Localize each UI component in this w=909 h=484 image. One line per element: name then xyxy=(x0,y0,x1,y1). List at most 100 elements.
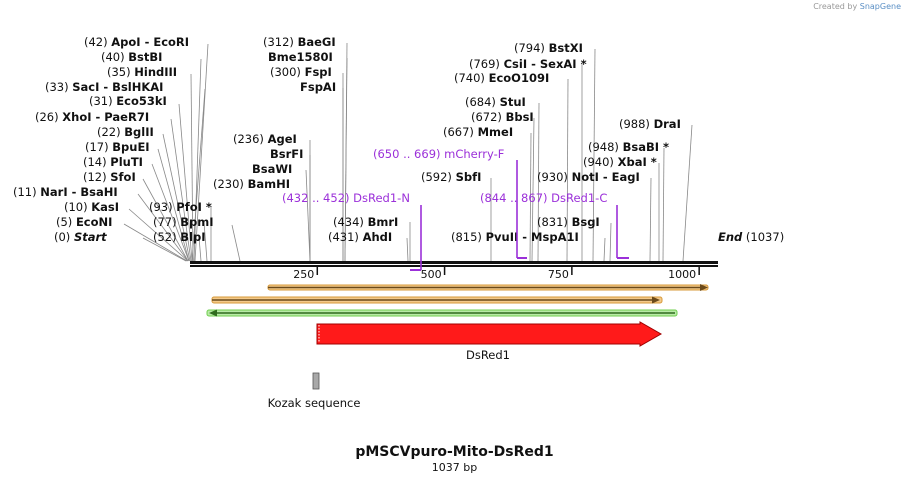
restriction-site[interactable]: (988) DraI xyxy=(619,117,681,131)
site-position: (11) xyxy=(13,185,40,199)
site-label: (33) SacI - BslHKAI xyxy=(45,80,163,94)
restriction-site[interactable]: BsaWI xyxy=(252,162,292,176)
site-leader xyxy=(592,48,596,262)
kozak-feature[interactable]: Kozak sequence xyxy=(268,372,361,410)
site-position: (672) xyxy=(471,110,506,124)
site-name: SacI xyxy=(72,80,99,94)
restriction-site[interactable]: (815) PvuII - MspA1I xyxy=(451,230,579,244)
restriction-site[interactable]: (31) Eco53kI xyxy=(89,94,167,108)
restriction-site[interactable]: (14) PluTI xyxy=(83,155,143,169)
axis-tick-label: 750 xyxy=(548,268,569,281)
restriction-site[interactable]: (948) BsaBI * xyxy=(588,140,669,154)
restriction-site[interactable]: (22) BglII xyxy=(97,125,154,139)
restriction-site[interactable]: (5) EcoNI xyxy=(56,215,112,229)
site-position: (52) xyxy=(153,230,180,244)
site-name: BsaWI xyxy=(252,162,292,176)
site-label: (431) AhdI xyxy=(328,230,392,244)
site-name: BbsI xyxy=(506,110,534,124)
site-leader xyxy=(178,103,193,262)
site-name: SfoI xyxy=(110,170,135,184)
site-position: (592) xyxy=(421,170,456,184)
site-label: (77) BpmI xyxy=(153,215,214,229)
restriction-site[interactable]: (667) MmeI xyxy=(443,125,513,139)
site-leader xyxy=(194,43,209,262)
site-label: (11) NarI - BsaHI xyxy=(13,185,118,199)
site-position: (10) xyxy=(64,200,91,214)
site-label: (35) HindIII xyxy=(107,65,177,79)
site-leader xyxy=(198,236,202,262)
site-name: BsaBI * xyxy=(623,140,669,154)
site-name: FspAI xyxy=(300,80,336,94)
restriction-site[interactable]: FspAI xyxy=(300,80,336,94)
site-name: BstXI xyxy=(549,41,583,55)
feature-bar-orange-1 xyxy=(267,284,709,291)
site-name: BstBI xyxy=(128,50,162,64)
restriction-site[interactable]: (93) PfoI * xyxy=(149,200,212,214)
restriction-site[interactable]: (52) BlpI xyxy=(153,230,205,244)
restriction-site[interactable]: (17) BpuEI xyxy=(85,140,150,154)
site-leader xyxy=(157,148,190,262)
restriction-site[interactable]: (434) BmrI xyxy=(333,215,398,229)
site-name: CsiI xyxy=(504,57,528,71)
restriction-site[interactable]: (40) BstBI xyxy=(101,50,162,64)
restriction-site[interactable]: End (1037) xyxy=(718,230,784,244)
site-name: NotI xyxy=(572,170,599,184)
restriction-site[interactable]: (33) SacI - BslHKAI xyxy=(45,80,163,94)
site-label: (22) BglII xyxy=(97,125,154,139)
restriction-site[interactable]: (831) BsgI xyxy=(537,215,600,229)
site-name: KasI xyxy=(91,200,119,214)
restriction-site[interactable]: (740) EcoO109I xyxy=(454,71,549,85)
restriction-site[interactable]: (26) XhoI - PaeR7I xyxy=(35,110,149,124)
restriction-site[interactable]: (940) XbaI * xyxy=(583,155,657,169)
primer-mcherry-f: (650 .. 669) mCherry-F xyxy=(373,147,527,259)
restriction-site[interactable]: (592) SbfI xyxy=(421,170,481,184)
site-name: SbfI xyxy=(456,170,482,184)
restriction-site[interactable]: (77) BpmI xyxy=(153,215,214,229)
restriction-site[interactable]: (11) NarI - BsaHI xyxy=(13,185,118,199)
restriction-site[interactable]: (769) CsiI - SexAI * xyxy=(469,57,587,71)
site-leader xyxy=(137,193,189,262)
site-position: (42) xyxy=(84,35,111,49)
site-label: (794) BstXI xyxy=(514,41,583,55)
restriction-site[interactable]: (236) AgeI xyxy=(233,132,297,146)
site-leader xyxy=(123,223,188,262)
site-label: (988) DraI xyxy=(619,117,681,131)
restriction-site[interactable]: (794) BstXI xyxy=(514,41,583,55)
site-name: BsrFI xyxy=(270,147,303,161)
site-label: (300) FspI xyxy=(270,65,332,79)
restriction-site[interactable]: (230) BamHI xyxy=(213,177,290,191)
site-name: AhdI xyxy=(363,230,393,244)
site-leader xyxy=(662,147,665,262)
restriction-site[interactable]: (42) ApoI - EcoRI xyxy=(84,35,189,49)
axis-tick-label: 250 xyxy=(293,268,314,281)
site-leader xyxy=(529,132,532,262)
feature-bar-orange-2 xyxy=(211,296,663,304)
site-name: Eco53kI xyxy=(116,94,167,108)
plasmid-map: (42) ApoI - EcoRI(40) BstBI(35) HindIII(… xyxy=(13,35,784,410)
restriction-site[interactable]: Bme1580I xyxy=(268,50,333,64)
site-leader xyxy=(193,58,202,262)
site-position: (815) xyxy=(451,230,486,244)
restriction-site[interactable]: (10) KasI xyxy=(64,200,119,214)
restriction-site[interactable]: (672) BbsI xyxy=(471,110,534,124)
site-leader xyxy=(537,102,540,262)
site-position: (12) xyxy=(83,170,110,184)
restriction-site[interactable]: BsrFI xyxy=(270,147,303,161)
restriction-site[interactable]: (930) NotI - EagI xyxy=(537,170,640,184)
restriction-site[interactable]: (35) HindIII xyxy=(107,65,177,79)
restriction-site[interactable]: (312) BaeGI xyxy=(263,35,336,49)
primer-label: (844 .. 867) DsRed1-C xyxy=(480,191,607,205)
site-label: (672) BbsI xyxy=(471,110,534,124)
site-position: (667) xyxy=(443,125,478,139)
dsred1-feature[interactable]: DsRed1 xyxy=(316,321,663,362)
restriction-site[interactable]: (431) AhdI xyxy=(328,230,392,244)
backbone-bottom xyxy=(190,265,718,267)
restriction-site[interactable]: (12) SfoI xyxy=(83,170,136,184)
restriction-site[interactable]: (0) Start xyxy=(54,230,107,244)
restriction-site[interactable]: (684) StuI xyxy=(465,95,526,109)
site-leader xyxy=(191,88,206,262)
restriction-site[interactable]: (300) FspI xyxy=(270,65,332,79)
site-name: EcoO109I xyxy=(489,71,550,85)
site-label: (230) BamHI xyxy=(213,177,290,191)
